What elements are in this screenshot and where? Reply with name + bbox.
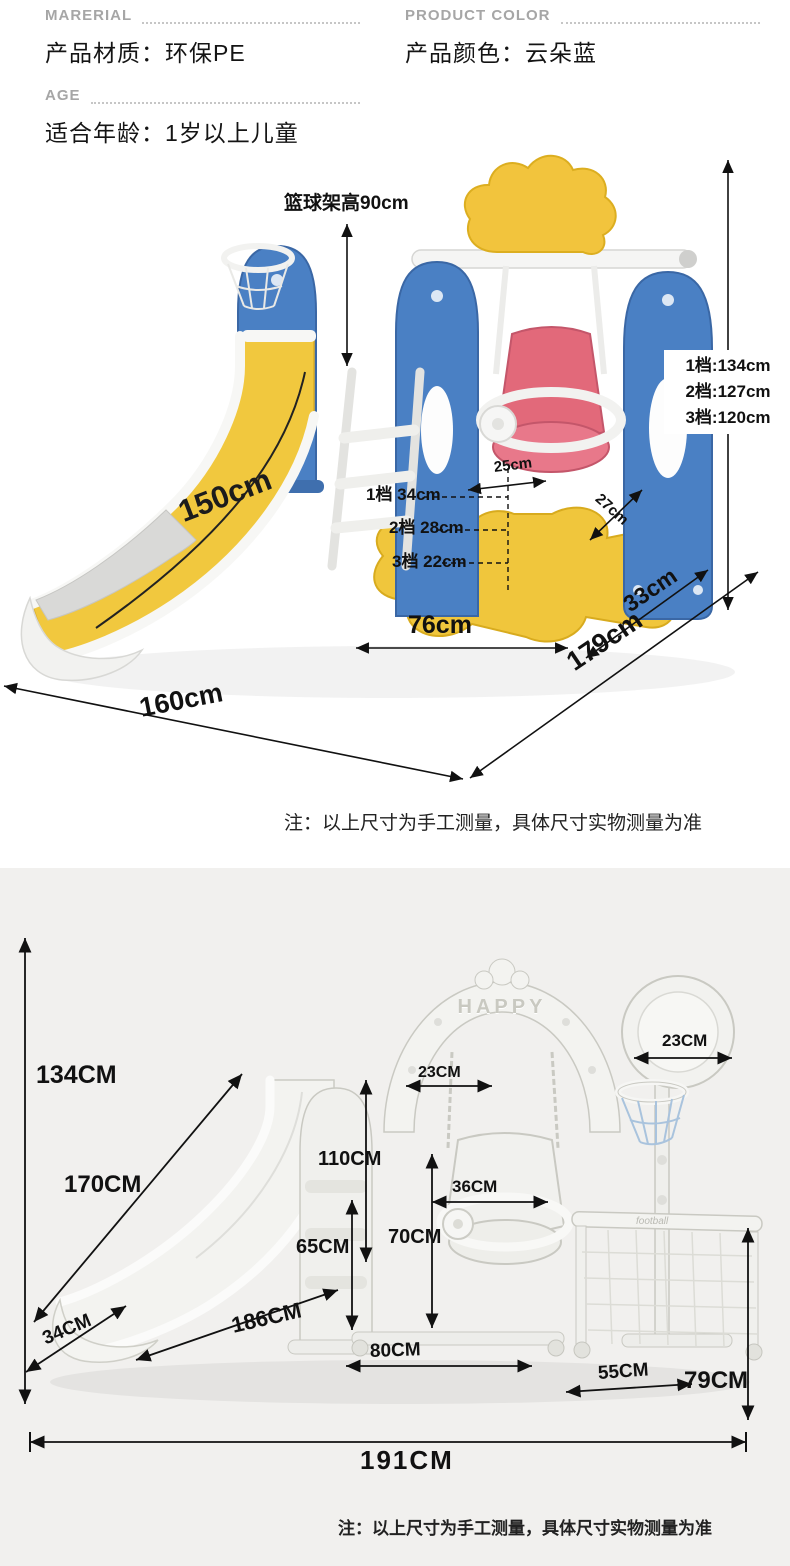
color-spec: PRODUCT COLOR 产品颜色：云朵蓝 [405,6,760,68]
dim-label-seat-width-2: 36CM [452,1177,498,1196]
product-color-value: 产品颜色：云朵蓝 [405,40,597,66]
dotted-rule [560,13,760,24]
dim-label-hoop-height: 篮球架高90cm [284,193,409,214]
dim-label-goal-width: 55CM [597,1359,650,1384]
dimension-lines-1 [3,160,759,783]
dotted-rule [142,13,360,24]
swing-seat [476,265,626,473]
dim-label-ladder-height: 65CM [296,1236,350,1258]
playset-illustration-white [50,958,763,1404]
cloud-topper [463,154,617,255]
dimension-lines-2 [18,938,755,1452]
dim-label-overall-length: 191CM [360,1445,454,1475]
product-color-heading: PRODUCT COLOR [405,7,551,24]
dim-label-swing-frame-height: 110CM [318,1148,382,1170]
dim-label-seat-gear2: 2档 28cm [389,518,464,537]
dim-label-swing-hook-width: 23CM [418,1064,461,1081]
dim-label-seat-gear1: 1档 34cm [366,485,441,504]
dim-label-frame-gear2: 2档:127cm [685,382,771,401]
age-heading: AGE [45,87,81,104]
age-value: 适合年龄：1岁以上儿童 [45,120,299,146]
material-value: 产品材质：环保PE [45,40,246,66]
diagram2-canvas [18,938,763,1452]
dim-label-base-width: 76cm [408,611,472,639]
dim-label-seat-gear3: 3档 22cm [392,552,467,571]
swing-seat-white [436,1051,574,1265]
dotted-rule [90,93,360,104]
dim-label-overall-height: 134CM [36,1061,117,1089]
material-spec: MARERIAL 产品材质：环保PE [45,6,360,68]
diagram1-canvas [3,154,759,783]
middle-arch-panel [395,260,479,617]
dim-label-goal-height: 79CM [684,1367,749,1394]
dim-label-seat-height: 70CM [388,1226,442,1248]
measurement-note-1: 注：以上尺寸为手工测量，具体尺寸实物测量为准 [284,813,703,834]
ladder-white [287,1087,385,1355]
ladder [327,367,425,571]
slide [20,330,319,682]
goal-football-label: football [636,1216,669,1227]
dim-label-backboard-width: 23CM [662,1031,708,1050]
happy-arch [351,958,621,1357]
measurement-note-2: 注：以上尺寸为手工测量，具体尺寸实物测量为准 [338,1519,712,1538]
material-heading: MARERIAL [45,7,133,24]
dim-label-slide-length-2: 170CM [64,1171,142,1198]
dim-label-frame-gear1: 1档:134cm [685,356,771,375]
dim-label-swing-base-width: 80CM [369,1339,421,1362]
age-spec: AGE 适合年龄：1岁以上儿童 [45,86,360,148]
swing-crossbar [411,249,697,269]
arch-happy-label: HAPPY [457,996,547,1018]
dim-label-frame-gear3: 3档:120cm [685,408,771,427]
frame-height-labels: 1档:134cm 2档:127cm 3档:120cm [664,350,790,434]
